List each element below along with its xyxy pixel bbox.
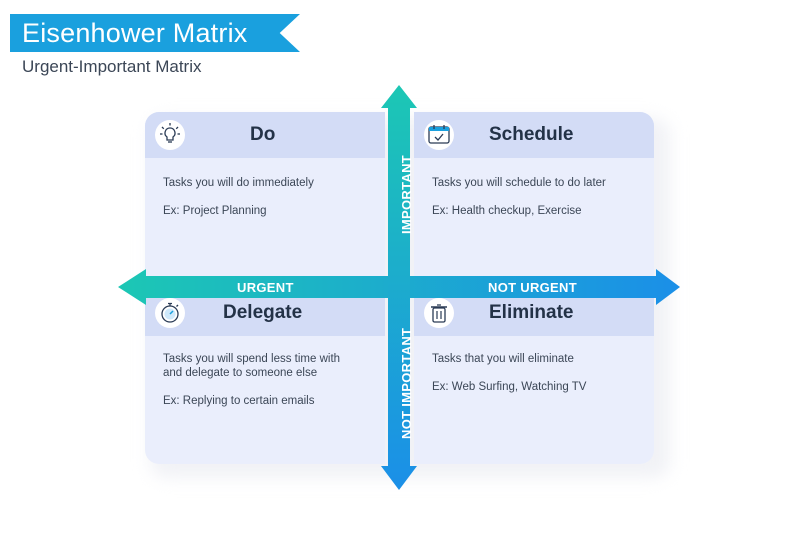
quadrant-title: Schedule bbox=[489, 124, 574, 145]
quadrant-header: Schedule bbox=[414, 112, 654, 158]
quadrant-title: Eliminate bbox=[489, 302, 574, 323]
quadrant-description: Tasks that you will eliminate bbox=[432, 353, 574, 365]
quadrant-title: Delegate bbox=[223, 302, 303, 323]
quadrant-body: Tasks you will spend less time with and … bbox=[145, 336, 385, 408]
eisenhower-matrix: Do Tasks you will do immediately Ex: Pro… bbox=[145, 112, 654, 464]
axis-label-not-important: NOT IMPORTANT bbox=[399, 327, 414, 439]
quadrant-do: Do Tasks you will do immediately Ex: Pro… bbox=[145, 112, 385, 286]
calendar-icon bbox=[424, 120, 454, 150]
axis-label-not-urgent: NOT URGENT bbox=[488, 280, 577, 295]
quadrant-body: Tasks you will schedule to do later Ex: … bbox=[414, 158, 654, 218]
trash-icon bbox=[424, 298, 454, 328]
stopwatch-icon bbox=[155, 298, 185, 328]
quadrant-description: Tasks you will spend less time with and … bbox=[163, 352, 367, 380]
quadrant-title: Do bbox=[250, 124, 276, 145]
description-line: Tasks you will spend less time with bbox=[163, 353, 341, 365]
title-banner: Eisenhower Matrix bbox=[10, 14, 300, 52]
quadrant-description: Tasks you will do immediately bbox=[163, 177, 314, 189]
quadrant-schedule: Schedule Tasks you will schedule to do l… bbox=[414, 112, 654, 286]
quadrant-body: Tasks that you will eliminate Ex: Web Su… bbox=[414, 336, 654, 394]
lightbulb-icon bbox=[155, 120, 185, 150]
quadrant-header: Do bbox=[145, 112, 385, 158]
vertical-axis-arrow bbox=[381, 85, 417, 490]
quadrant-body: Tasks you will do immediately Ex: Projec… bbox=[145, 158, 385, 218]
description-line: and delegate to someone else bbox=[163, 367, 318, 379]
axis-label-urgent: URGENT bbox=[237, 280, 294, 295]
quadrant-description: Tasks you will schedule to do later bbox=[432, 177, 606, 189]
quadrant-eliminate: Eliminate Tasks that you will eliminate … bbox=[414, 290, 654, 464]
quadrant-example: Ex: Project Planning bbox=[163, 205, 267, 217]
quadrant-example: Ex: Web Surfing, Watching TV bbox=[432, 381, 587, 393]
quadrant-example: Ex: Health checkup, Exercise bbox=[432, 205, 582, 217]
axis-label-important: IMPORTANT bbox=[399, 154, 414, 234]
page-title: Eisenhower Matrix bbox=[22, 18, 248, 48]
quadrant-example: Ex: Replying to certain emails bbox=[163, 395, 315, 407]
page-subtitle: Urgent-Important Matrix bbox=[22, 57, 202, 76]
